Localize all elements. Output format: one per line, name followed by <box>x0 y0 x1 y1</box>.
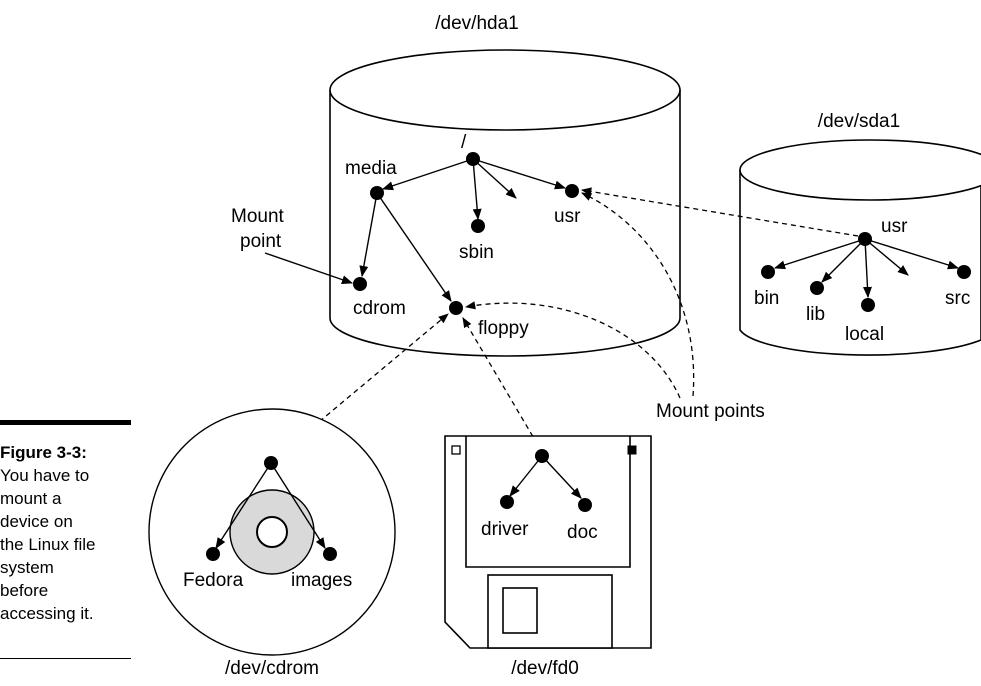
root-label: / <box>461 132 467 153</box>
cdrom-device-label: /dev/cdrom <box>225 658 319 679</box>
local-label: local <box>845 324 884 345</box>
sda1-usr-label: usr <box>881 216 908 237</box>
sbin-label: sbin <box>459 242 494 263</box>
hda1-tree-nodes <box>353 152 579 315</box>
cdrom-tree-nodes <box>206 456 337 561</box>
bin-node <box>761 265 775 279</box>
hda1-cylinder <box>329 49 681 357</box>
images-label: images <box>291 570 352 591</box>
driver-label: driver <box>481 519 529 540</box>
lib-node <box>810 281 824 295</box>
caption-line-6: before <box>0 581 49 600</box>
fd0-tree-edges <box>509 455 582 499</box>
floppy-label: floppy <box>478 318 529 339</box>
local-node <box>861 298 875 312</box>
caption-text: Figure 3-3: You have to mount a device o… <box>0 441 131 625</box>
caption-bottom-rule <box>0 658 131 659</box>
cdrom-tree-edges <box>215 462 326 549</box>
hda1-tree-edges <box>359 158 567 302</box>
mount-points-label: Mount points <box>656 401 765 422</box>
cdrom-label: cdrom <box>353 298 406 319</box>
sda1-cylinder <box>739 139 981 356</box>
sda1-tree-edges <box>773 238 960 299</box>
mount-points-to-usr <box>581 192 695 397</box>
media-node <box>370 186 384 200</box>
src-label: src <box>945 288 970 309</box>
bin-label: bin <box>754 288 779 309</box>
mount-point-arrow <box>264 252 354 284</box>
caption-line-5: system <box>0 558 54 577</box>
caption-line-1: You have to <box>0 466 90 485</box>
caption-line-4: the Linux file <box>0 535 96 554</box>
sbin-node <box>471 219 485 233</box>
cdrom-node <box>353 277 367 291</box>
mount-points-to-floppy <box>464 301 681 399</box>
sda1-usr-node <box>858 232 872 246</box>
caption-line-2: mount a <box>0 489 62 508</box>
caption-line-7: accessing it. <box>0 604 94 623</box>
figure-caption: Figure 3-3: You have to mount a device o… <box>0 420 131 659</box>
sda1-to-usr-link <box>580 187 859 237</box>
floppy-disk <box>444 435 652 649</box>
lib-label: lib <box>806 304 825 325</box>
sda1-label: /dev/sda1 <box>818 111 900 132</box>
fd0-device-label: /dev/fd0 <box>511 658 579 679</box>
mount-point-label-line2: point <box>240 231 282 252</box>
fd0-to-floppy-link <box>462 317 543 453</box>
caption-line-3: device on <box>0 512 73 531</box>
fd0-tree-nodes <box>500 449 592 512</box>
src-node <box>957 265 971 279</box>
sda1-tree-nodes <box>761 232 971 312</box>
mount-point-label-line1: Mount <box>231 206 285 227</box>
fedora-label: Fedora <box>183 570 244 591</box>
floppy-node <box>449 301 463 315</box>
media-label: media <box>345 158 397 179</box>
usr-node <box>565 184 579 198</box>
figure-number: Figure 3-3: <box>0 443 87 462</box>
doc-label: doc <box>567 522 598 543</box>
cdrom-disc <box>148 408 396 656</box>
root-node <box>466 152 480 166</box>
hda1-label: /dev/hda1 <box>435 13 518 34</box>
usr-label: usr <box>554 206 581 227</box>
caption-top-rule <box>0 420 131 425</box>
